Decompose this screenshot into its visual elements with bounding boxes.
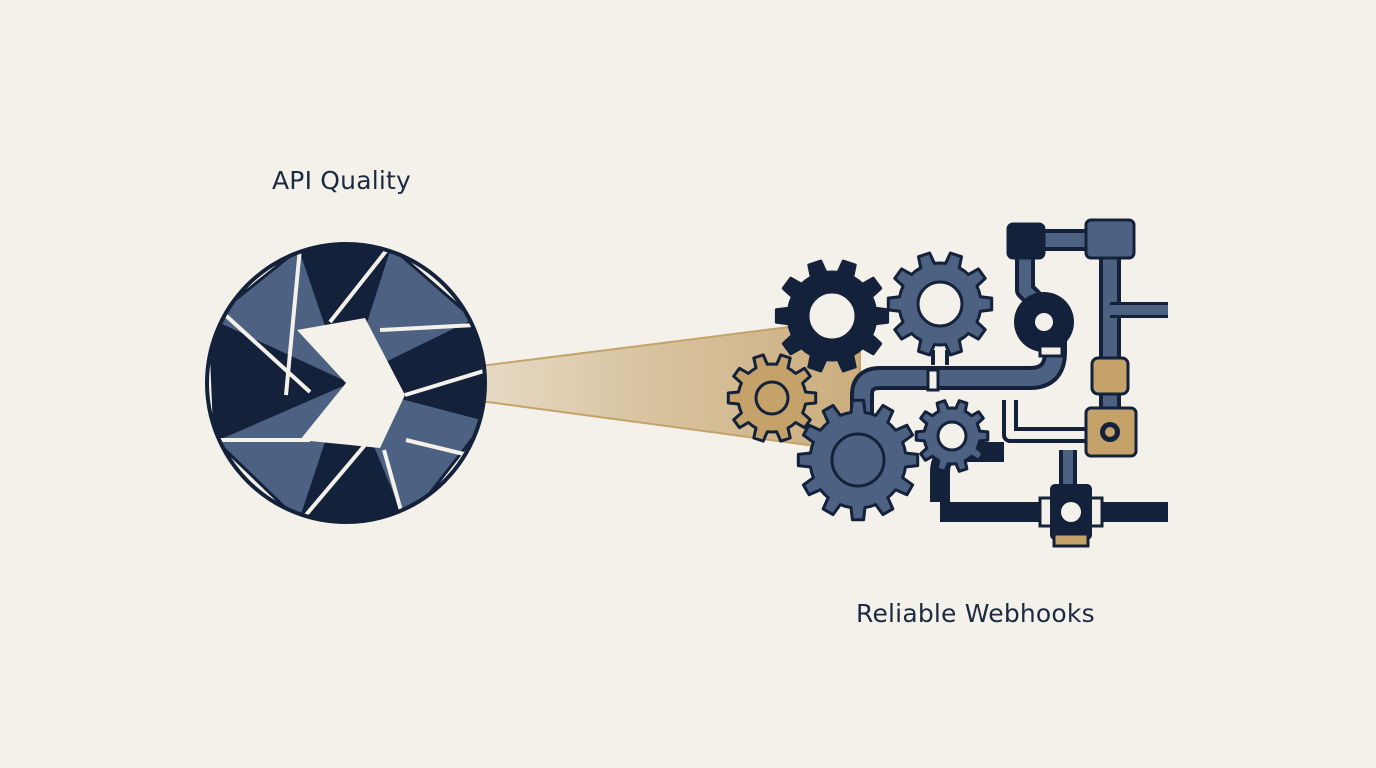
gear-hub	[936, 420, 968, 452]
gear-hub	[806, 290, 858, 342]
camera-aperture-icon	[205, 242, 487, 524]
gear-hub	[916, 280, 964, 328]
gear-hub	[754, 380, 790, 416]
gear-hub	[830, 432, 886, 488]
api-quality-label: API Quality	[272, 166, 412, 195]
reliable-webhooks-label: Reliable Webhooks	[856, 599, 1095, 628]
gears-and-pipes-icon	[726, 218, 1168, 548]
